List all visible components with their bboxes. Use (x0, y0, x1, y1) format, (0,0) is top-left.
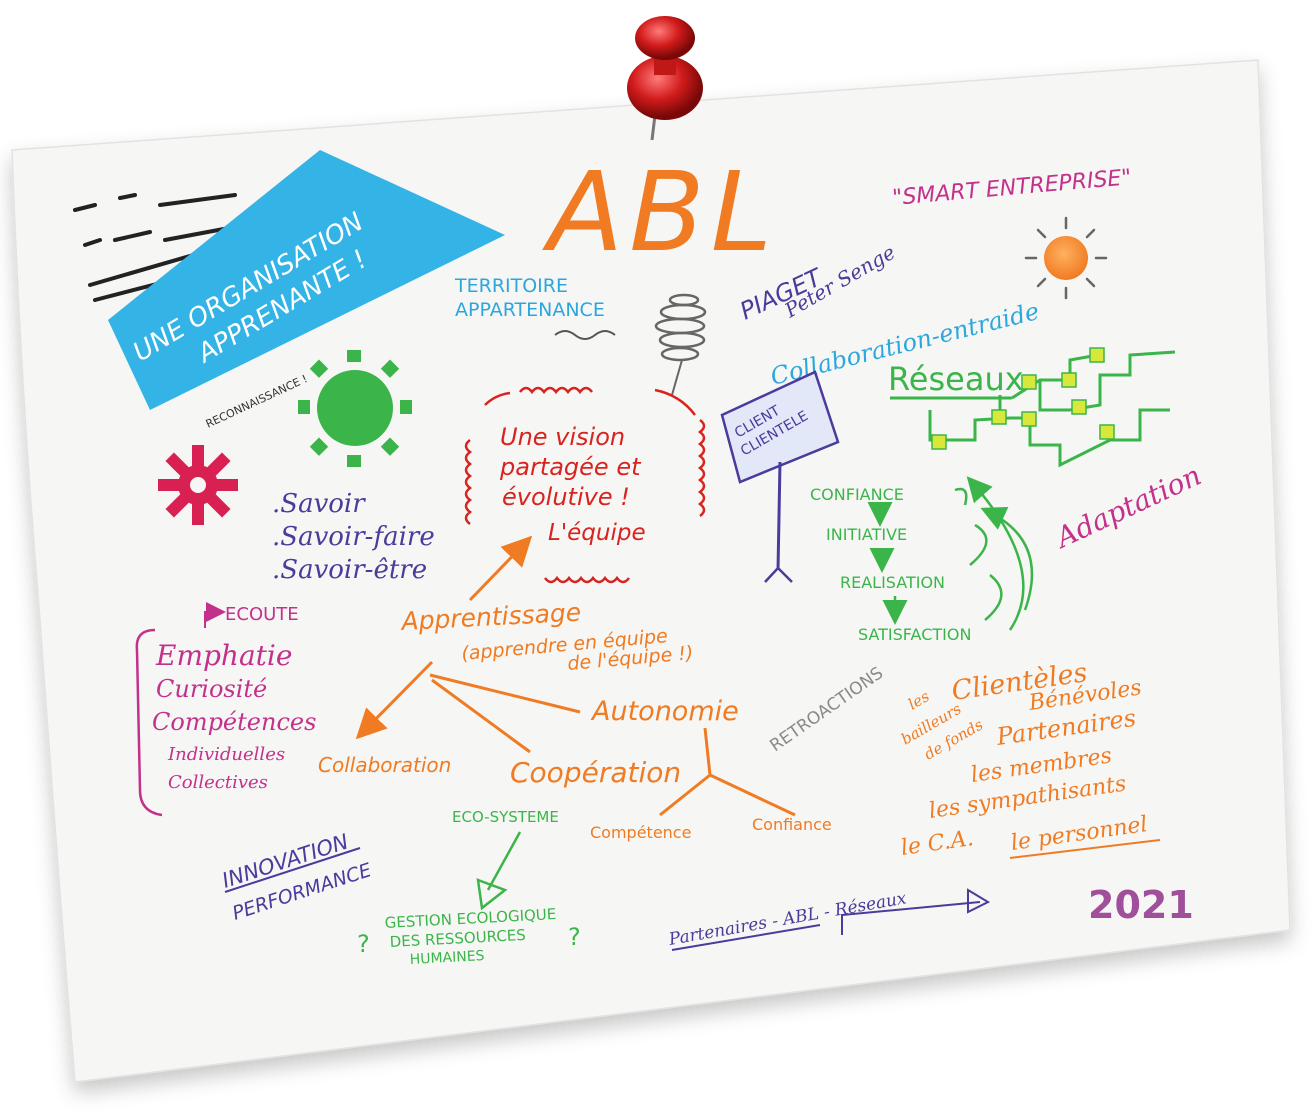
wave-doodle (554, 330, 616, 340)
confiance-label: Confiance (752, 815, 832, 834)
client-sign-icon (720, 370, 840, 583)
green-gear-icon (298, 350, 412, 467)
partenaires-arrowhead (967, 888, 991, 914)
title-abl: ABL (542, 148, 778, 276)
vision-line-1: Une vision (500, 423, 625, 451)
cycle-arrows (867, 476, 1034, 631)
vision-line-3: évolutive ! (502, 483, 630, 511)
banner-shape (108, 150, 505, 410)
gestion-line-3: HUMAINES (409, 948, 485, 968)
quality-emphatie: Emphatie (155, 639, 292, 672)
cycle-satisfaction: SATISFACTION (858, 625, 971, 644)
competence-label: Compétence (590, 823, 691, 842)
question-mark-right: ? (568, 923, 581, 951)
savoir-faire-label: .Savoir-faire (272, 522, 435, 552)
ecoute-label: ECOUTE (225, 604, 299, 625)
partenaires-arrow (671, 901, 981, 951)
cycle-realisation: REALISATION (840, 573, 945, 592)
sun-icon (1024, 216, 1108, 300)
savoir-etre-label: .Savoir-être (272, 555, 427, 585)
network-nodes (931, 347, 1115, 450)
quality-competences: Compétences (152, 708, 316, 736)
year-label: 2021 (1088, 883, 1194, 927)
collaboration-label: Collaboration (318, 753, 451, 777)
autonomie-label: Autonomie (590, 696, 739, 727)
vision-line-2: partagée et (499, 453, 642, 481)
quality-individuelles: Individuelles (167, 744, 285, 765)
cycle-initiative: INITIATIVE (826, 525, 907, 544)
ecosysteme-label: ECO-SYSTEME (452, 808, 559, 826)
savoir-label: .Savoir (272, 489, 366, 519)
reseaux-label: Réseaux (888, 360, 1024, 398)
red-cog-icon (158, 445, 238, 525)
ecoute-arrow (204, 602, 226, 628)
spring-doodle-icon (654, 293, 707, 396)
question-mark-left: ? (357, 930, 370, 958)
qualities-brace (135, 628, 163, 817)
personnel-underline (1009, 839, 1161, 859)
apprentissage-arrows (355, 535, 796, 817)
cycle-confiance: CONFIANCE (810, 485, 904, 504)
territoire-label: TERRITOIRE (454, 275, 568, 297)
vision-wreath (464, 386, 706, 584)
vision-equipe: L'équipe (548, 520, 646, 546)
innovation-underline (224, 847, 361, 893)
quality-collectives: Collectives (168, 772, 268, 793)
appartenance-label: APPARTENANCE (455, 299, 605, 321)
quality-curiosite: Curiosité (156, 675, 267, 703)
cooperation-label: Coopération (510, 756, 681, 789)
ecosysteme-arrow (476, 831, 522, 911)
push-pin-icon (627, 16, 703, 141)
